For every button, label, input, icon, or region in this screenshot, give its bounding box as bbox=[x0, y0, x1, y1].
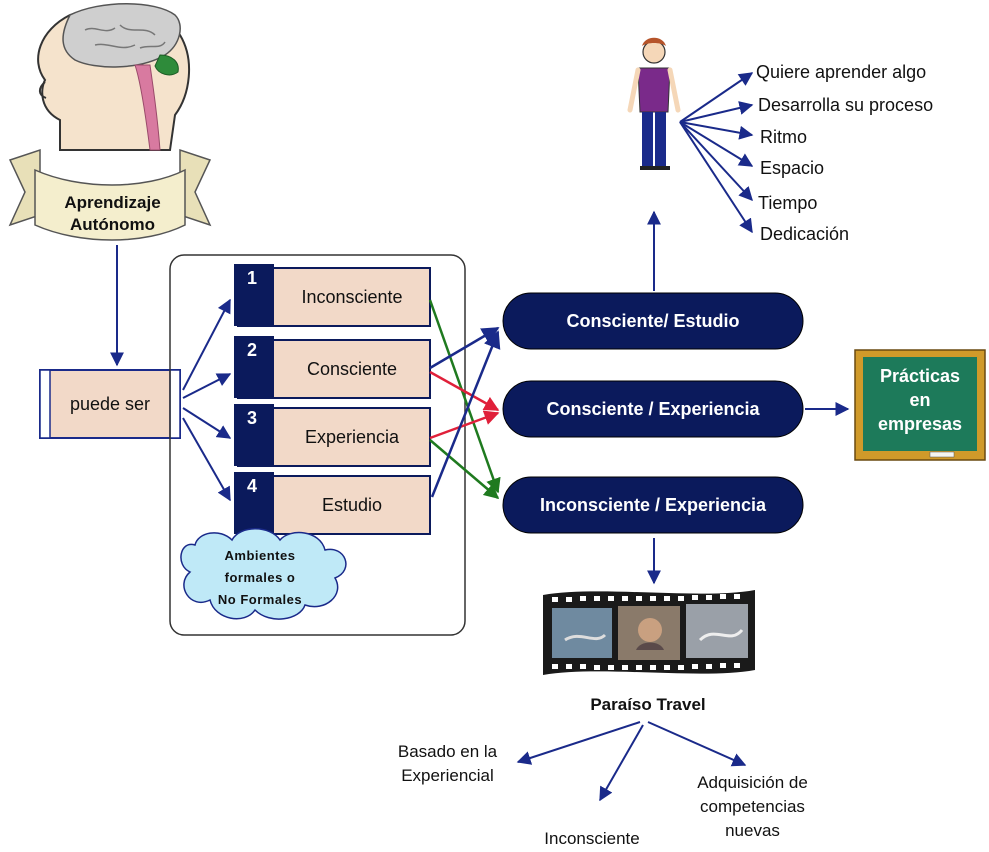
combo-pill-1 bbox=[502, 292, 804, 350]
outcome-left-line-1: Basado en la bbox=[397, 742, 498, 761]
cloud-icon bbox=[180, 528, 347, 620]
film-title: Paraíso Travel bbox=[590, 695, 706, 714]
stage-label-4: Estudio bbox=[321, 494, 383, 515]
banner-line-2: Autónomo bbox=[70, 215, 155, 234]
stage-num-4: 4 bbox=[247, 476, 258, 496]
blackboard-line-1: Prácticas bbox=[879, 366, 961, 386]
trait-3: Ritmo bbox=[760, 127, 808, 147]
combo-label-3: Inconsciente / Experiencia bbox=[539, 494, 767, 515]
outcome-right-line-3: nuevas bbox=[725, 821, 780, 840]
puede-ser-box bbox=[39, 369, 181, 439]
blackboard-icon bbox=[854, 349, 986, 461]
cloud-line-1: Ambientes bbox=[224, 548, 296, 563]
trait-6: Dedicación bbox=[760, 224, 850, 244]
fan-arrows-to-stages bbox=[182, 298, 232, 502]
stage-box-4 bbox=[234, 472, 431, 535]
crossing-arrows bbox=[428, 299, 501, 499]
outcome-arrows bbox=[516, 721, 747, 802]
blackboard-line-3: empresas bbox=[877, 414, 963, 434]
scroll-banner-icon bbox=[8, 148, 212, 241]
fan-arrows-to-traits bbox=[679, 72, 754, 234]
outcome-right-line-2: competencias bbox=[700, 797, 805, 816]
stage-num-3: 3 bbox=[247, 408, 258, 428]
stage-box-1 bbox=[234, 264, 431, 327]
puede-ser-label: puede ser bbox=[69, 394, 151, 414]
stage-label-3: Experiencia bbox=[304, 426, 400, 447]
learner-person-icon bbox=[627, 37, 681, 170]
head-brain-icon bbox=[37, 3, 191, 151]
trait-2: Desarrolla su proceso bbox=[758, 95, 934, 115]
stage-box-2 bbox=[234, 336, 431, 399]
stages-container bbox=[169, 254, 466, 636]
stage-num-2: 2 bbox=[247, 340, 258, 360]
outcome-middle: Inconsciente bbox=[544, 829, 640, 848]
combo-pill-2 bbox=[502, 380, 804, 438]
film-strip-icon bbox=[543, 590, 755, 675]
stage-num-1: 1 bbox=[247, 268, 258, 288]
combo-label-1: Consciente/ Estudio bbox=[566, 310, 740, 331]
combo-label-2: Consciente / Experiencia bbox=[546, 398, 760, 419]
trait-5: Tiempo bbox=[758, 193, 818, 213]
stage-label-2: Consciente bbox=[306, 358, 398, 379]
cloud-line-3: No Formales bbox=[217, 592, 303, 607]
trait-1: Quiere aprender algo bbox=[756, 62, 927, 82]
blackboard-line-2: en bbox=[909, 390, 931, 410]
banner-line-1: Aprendizaje bbox=[64, 193, 161, 212]
outcome-left-line-2: Experiencial bbox=[401, 766, 494, 785]
stage-label-1: Inconsciente bbox=[301, 286, 403, 307]
trait-4: Espacio bbox=[760, 158, 825, 178]
outcome-right-line-1: Adquisición de bbox=[697, 773, 808, 792]
combo-pill-3 bbox=[502, 476, 804, 534]
stage-box-3 bbox=[234, 404, 431, 467]
cloud-line-2: formales o bbox=[224, 570, 296, 585]
